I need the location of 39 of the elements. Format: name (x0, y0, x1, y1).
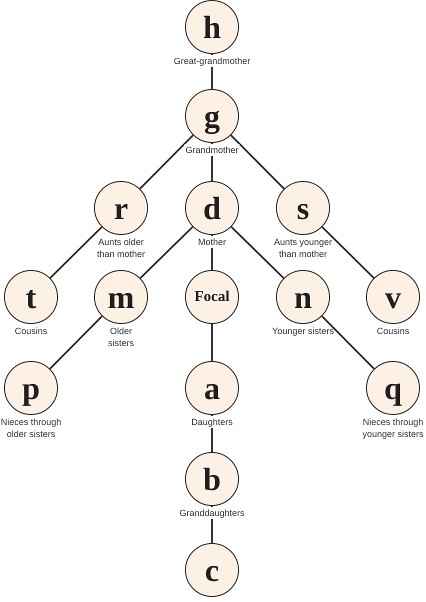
node-letter: r (114, 192, 128, 224)
node-letter: h (203, 11, 221, 43)
node-letter: c (204, 554, 220, 586)
connector-line (321, 316, 375, 370)
node-letter: n (294, 281, 312, 313)
relation-caption: Cousins (14, 325, 48, 337)
node-letter: s (296, 192, 310, 224)
node-letter: v (385, 281, 401, 313)
node-letter: p (22, 372, 40, 404)
relation-caption: Aunts older than mother (96, 236, 146, 260)
relation-caption: Grandmother (184, 144, 240, 156)
node-letter: g (204, 100, 220, 132)
connector-line (211, 324, 213, 361)
relation-caption: Older sisters (106, 325, 135, 349)
relation-caption: Cousins (376, 325, 410, 337)
connector-line (49, 316, 103, 370)
node-letter: m (108, 281, 134, 313)
node-letter: b (203, 463, 221, 495)
connector-line (50, 226, 102, 279)
connector-line (322, 226, 374, 279)
relation-caption: Nieces through older sisters (0, 416, 62, 440)
relation-caption: Great-grandmother (172, 55, 252, 67)
connector-line (140, 226, 194, 279)
person-circle (185, 270, 239, 324)
relation-caption: Aunts younger than mother (272, 236, 334, 260)
relation-caption: Daughters (190, 416, 234, 428)
connector-line (139, 134, 194, 190)
node-letter: q (384, 372, 402, 404)
relation-caption: Granddaughters (178, 507, 246, 519)
relation-caption: Nieces through younger sisters (361, 416, 425, 440)
node-letter: d (203, 192, 221, 224)
connector-line (230, 226, 284, 279)
person-circle (185, 543, 239, 597)
relation-caption: Mother (197, 236, 227, 248)
connector-line (230, 134, 285, 190)
node-letter: t (26, 281, 36, 313)
relation-caption: Younger sisters (271, 325, 335, 337)
node-letter: Focal (194, 290, 230, 304)
node-letter: a (204, 372, 220, 404)
